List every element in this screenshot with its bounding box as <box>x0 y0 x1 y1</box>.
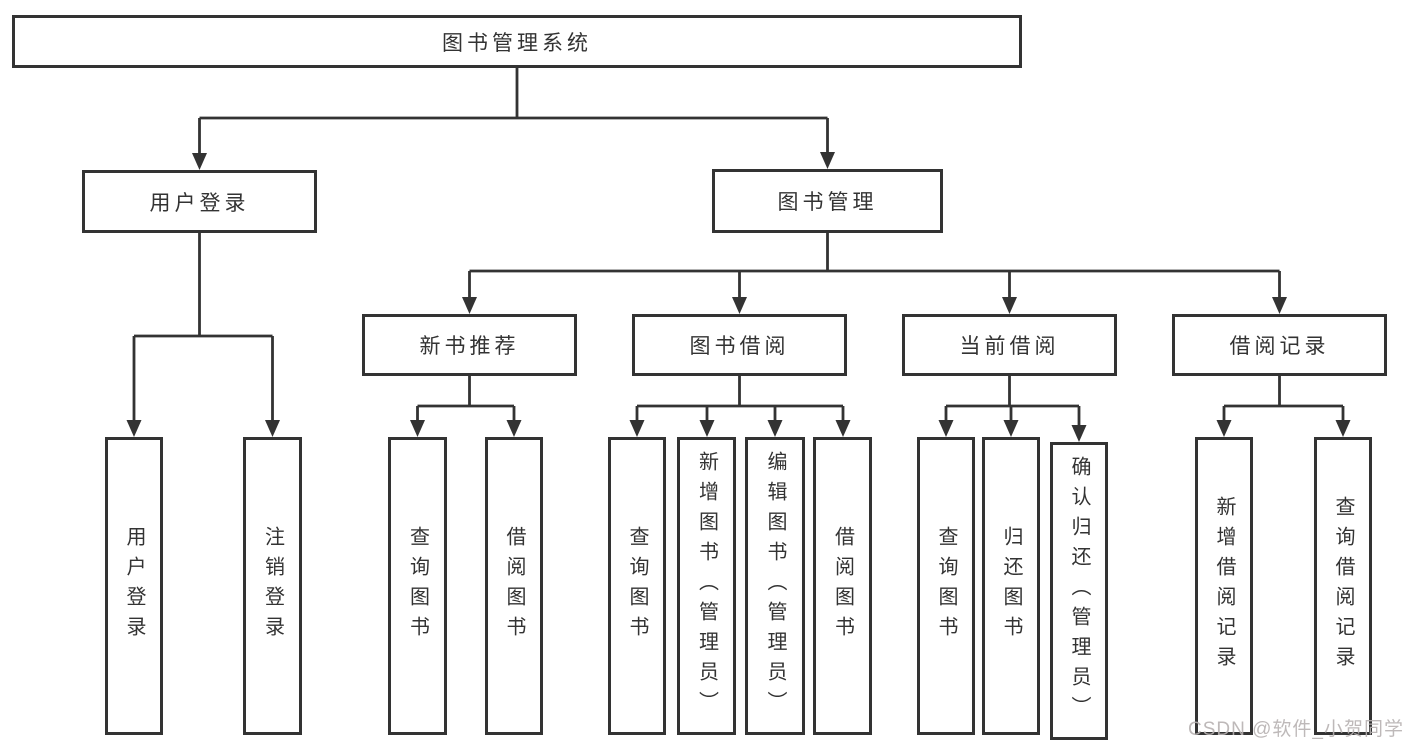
leaf-edit-books-admin: 编辑图书（管理员） <box>745 437 805 735</box>
connector-bookmgmt-to-level3 <box>462 233 1287 314</box>
connector-userlogin-to-leaves <box>126 233 280 437</box>
leaf-return-books: 归还图书 <box>982 437 1040 735</box>
node-current-borrow-label: 当前借阅 <box>959 335 1060 358</box>
leaf-confirm-return-admin-label: 确认归还（管理员） <box>1068 456 1090 726</box>
leaf-logout: 注销登录 <box>243 437 302 735</box>
connector-root-to-level2 <box>192 68 835 170</box>
leaf-user-login: 用户登录 <box>105 437 163 735</box>
leaf-newbooks-borrow-books-label: 借阅图书 <box>503 526 525 646</box>
leaf-borrow-borrow-books-label: 借阅图书 <box>831 526 854 646</box>
node-library-system: 图书管理系统 <box>12 15 1022 68</box>
leaf-newbooks-query-books: 查询图书 <box>388 437 447 735</box>
leaf-borrow-borrow-books: 借阅图书 <box>813 437 872 735</box>
leaf-user-login-label: 用户登录 <box>123 526 145 646</box>
leaf-query-borrow-record: 查询借阅记录 <box>1314 437 1372 735</box>
leaf-confirm-return-admin: 确认归还（管理员） <box>1050 442 1108 740</box>
connector-borrowrecords-to-leaves <box>1216 376 1351 437</box>
node-borrow-records: 借阅记录 <box>1172 314 1387 376</box>
connector-newbooks-to-leaves <box>410 376 522 437</box>
leaf-newbooks-borrow-books: 借阅图书 <box>485 437 543 735</box>
leaf-current-query-books-label: 查询图书 <box>935 526 957 646</box>
leaf-add-books-admin-label: 新增图书（管理员） <box>695 451 718 721</box>
leaf-add-borrow-record-label: 新增借阅记录 <box>1213 496 1235 676</box>
leaf-logout-label: 注销登录 <box>261 526 284 646</box>
node-borrow-records-label: 借阅记录 <box>1229 335 1330 358</box>
node-user-login-label: 用户登录 <box>149 191 250 215</box>
csdn-watermark: CSDN @软件_小贺同学 <box>1188 719 1404 740</box>
leaf-add-borrow-record: 新增借阅记录 <box>1195 437 1253 735</box>
leaf-borrow-query-books: 查询图书 <box>608 437 666 735</box>
leaf-query-borrow-record-label: 查询借阅记录 <box>1332 496 1354 676</box>
leaf-newbooks-query-books-label: 查询图书 <box>406 526 429 646</box>
node-book-management: 图书管理 <box>712 169 943 233</box>
node-book-management-label: 图书管理 <box>777 191 878 214</box>
leaf-add-books-admin: 新增图书（管理员） <box>677 437 736 735</box>
node-user-login: 用户登录 <box>82 170 317 233</box>
leaf-borrow-query-books-label: 查询图书 <box>626 526 648 646</box>
leaf-return-books-label: 归还图书 <box>1000 526 1022 646</box>
connector-currentborrow-to-leaves <box>938 376 1087 442</box>
node-library-system-label: 图书管理系统 <box>442 31 592 55</box>
leaf-current-query-books: 查询图书 <box>917 437 975 735</box>
node-new-book-recommend-label: 新书推荐 <box>419 335 520 358</box>
node-book-borrow: 图书借阅 <box>632 314 847 376</box>
node-book-borrow-label: 图书借阅 <box>689 335 790 358</box>
leaf-edit-books-admin-label: 编辑图书（管理员） <box>764 451 786 721</box>
node-current-borrow: 当前借阅 <box>902 314 1117 376</box>
connector-bookborrow-to-leaves <box>629 376 851 437</box>
node-new-book-recommend: 新书推荐 <box>362 314 577 376</box>
